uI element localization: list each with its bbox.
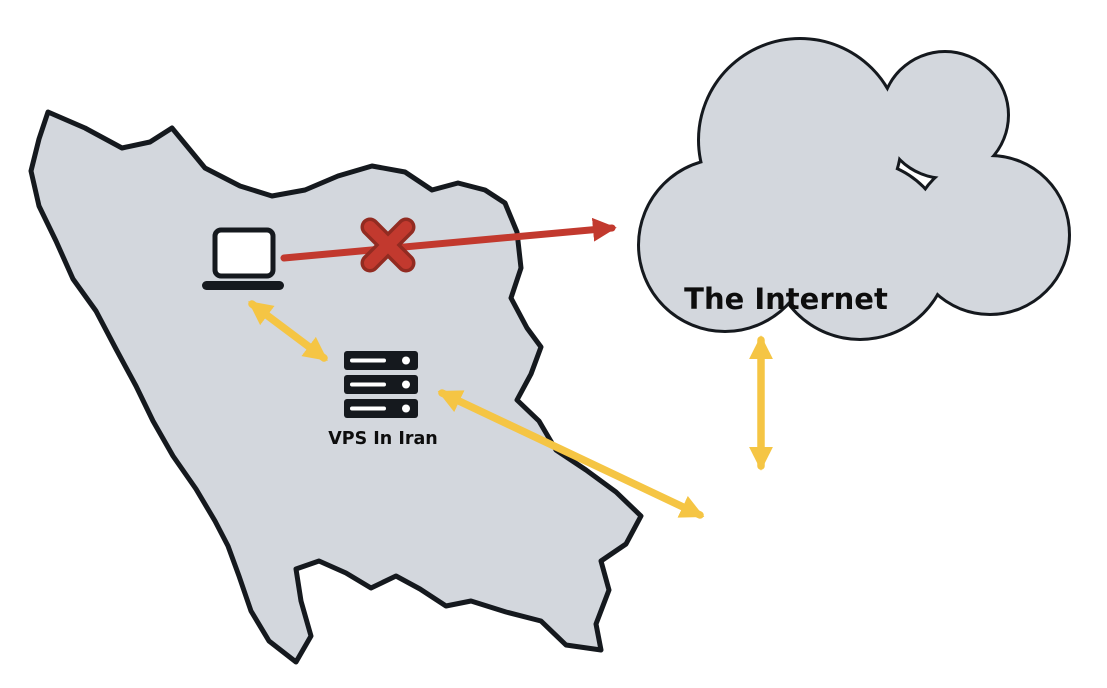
blocked-x-icon bbox=[360, 217, 416, 273]
vps-label: VPS In Iran bbox=[328, 429, 438, 449]
iran-map bbox=[28, 109, 644, 665]
internet-cloud-label: The Internet bbox=[684, 282, 888, 316]
server-icon: VPS In Iran bbox=[328, 351, 438, 449]
blocked-connection-arrow bbox=[280, 217, 617, 273]
vps-internet-arrow bbox=[437, 389, 705, 519]
laptop-icon bbox=[202, 227, 284, 290]
laptop-vps-arrow bbox=[248, 300, 328, 362]
internet-cloud-icon: The Internet bbox=[637, 37, 1071, 341]
